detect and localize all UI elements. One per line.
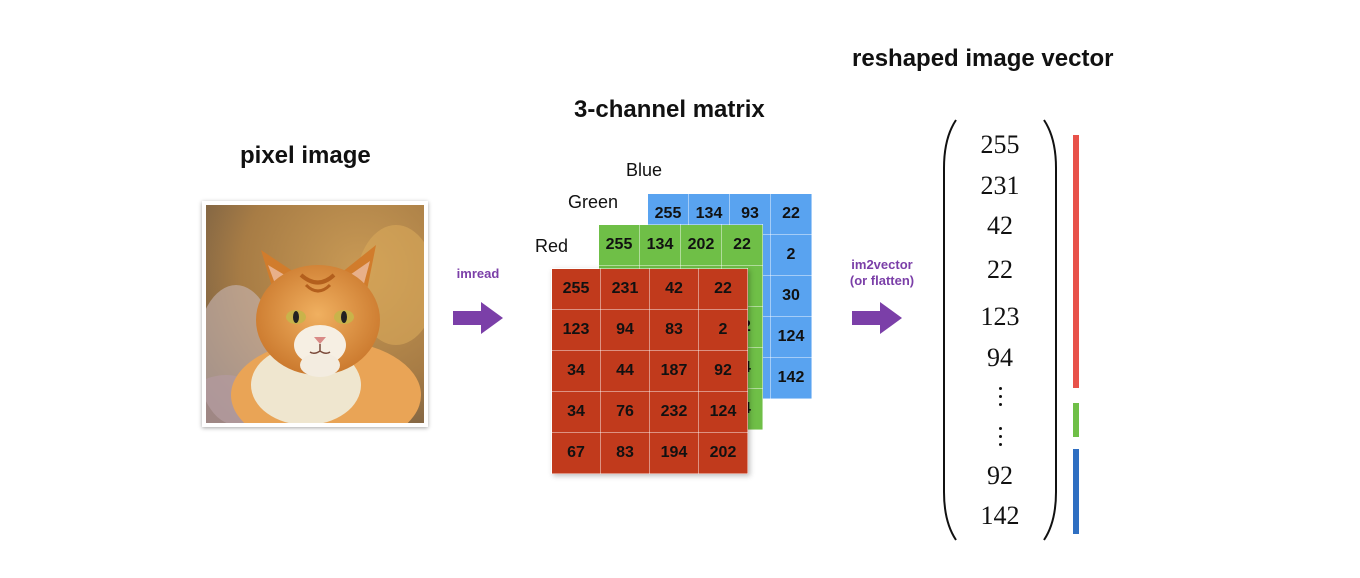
pixel-image-title: pixel image — [240, 142, 371, 169]
matrix-cell: 255 — [598, 224, 640, 266]
matrix-cell: 124 — [770, 316, 812, 358]
vector-value: 94 — [987, 343, 1013, 372]
matrix-cell: 83 — [649, 309, 699, 351]
matrix-cell: 92 — [698, 350, 748, 392]
vector-value: 92 — [987, 461, 1013, 490]
matrix-cell: 94 — [600, 309, 650, 351]
im2vector-label-line2: (or flatten) — [849, 273, 915, 288]
matrix-cell: 42 — [649, 268, 699, 310]
matrix-cell: 30 — [770, 275, 812, 317]
blue-channel-strip — [1073, 449, 1079, 534]
cat-illustration — [206, 205, 424, 423]
vector-value: 231 — [980, 171, 1020, 200]
matrix-cell: 231 — [600, 268, 650, 310]
blue-layer-label: Blue — [626, 160, 663, 180]
vector-value: 123 — [980, 302, 1020, 331]
right-parenthesis — [1043, 119, 1057, 541]
matrix-cell: 22 — [698, 268, 748, 310]
red-channel-strip — [1073, 135, 1079, 388]
matrix-cell: 194 — [649, 432, 699, 474]
matrix-cell: 44 — [600, 350, 650, 392]
vector-value: 255 — [980, 130, 1020, 159]
matrix-cell: 202 — [698, 432, 748, 474]
matrix-cell: 202 — [680, 224, 722, 266]
matrix-cell: 2 — [770, 234, 812, 276]
vector-value: 22 — [987, 255, 1013, 284]
vertical-ellipsis — [990, 422, 1010, 451]
matrix-cell: 232 — [649, 391, 699, 433]
matrix-cell: 124 — [698, 391, 748, 433]
matrix-cell: 142 — [770, 357, 812, 399]
imread-arrow-icon — [453, 302, 503, 334]
matrix-cell: 187 — [649, 350, 699, 392]
matrix-cell: 76 — [600, 391, 650, 433]
matrix-cell: 2 — [698, 309, 748, 351]
matrix-cell: 83 — [600, 432, 650, 474]
im2vector-arrow-icon — [852, 302, 902, 334]
imread-label: imread — [456, 266, 500, 281]
cat-photo — [202, 201, 428, 427]
matrix-cell: 22 — [770, 193, 812, 235]
green-layer-label: Green — [568, 192, 619, 212]
green-channel-strip — [1073, 403, 1079, 437]
vertical-ellipsis — [990, 382, 1010, 411]
matrix-cell: 123 — [551, 309, 601, 351]
matrix-cell: 255 — [551, 268, 601, 310]
reshaped-vector-title: reshaped image vector — [852, 45, 1114, 72]
matrix-cell: 34 — [551, 391, 601, 433]
vector-value: 42 — [987, 211, 1013, 240]
red-layer-label: Red — [535, 236, 569, 256]
channel-matrix-title: 3-channel matrix — [574, 96, 765, 123]
im2vector-label-line1: im2vector — [851, 257, 913, 272]
matrix-cell: 22 — [721, 224, 763, 266]
vector-value: 142 — [980, 501, 1020, 530]
left-parenthesis — [943, 119, 957, 541]
matrix-cell: 67 — [551, 432, 601, 474]
im2vector-label: im2vector (or flatten) — [838, 257, 926, 289]
matrix-cell: 134 — [639, 224, 681, 266]
matrix-cell: 34 — [551, 350, 601, 392]
